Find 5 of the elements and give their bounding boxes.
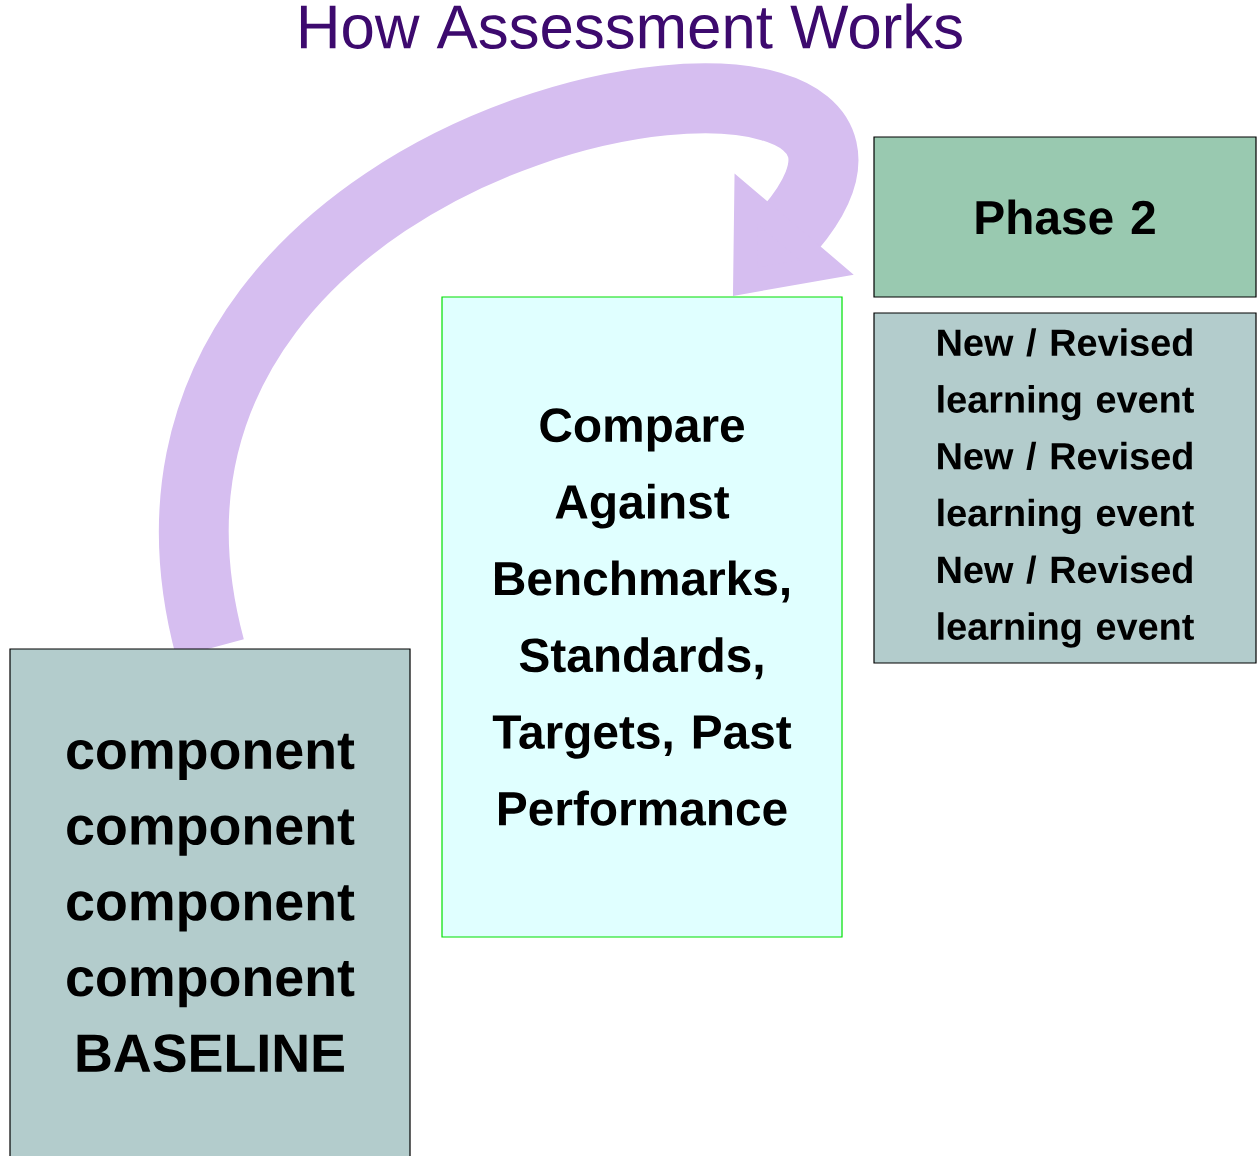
phase-box: Phase 2 — [873, 136, 1257, 298]
event-box: New / Revised learning event New / Revised learning event New / Revised learning event — [873, 312, 1257, 664]
title: How Assessment Works — [301, 3, 962, 49]
compare-box: Compare Against Benchmarks, Standards, Targets, Past Performance — [441, 296, 843, 938]
baseline-box: component component component component BASELINE — [9, 648, 411, 1156]
